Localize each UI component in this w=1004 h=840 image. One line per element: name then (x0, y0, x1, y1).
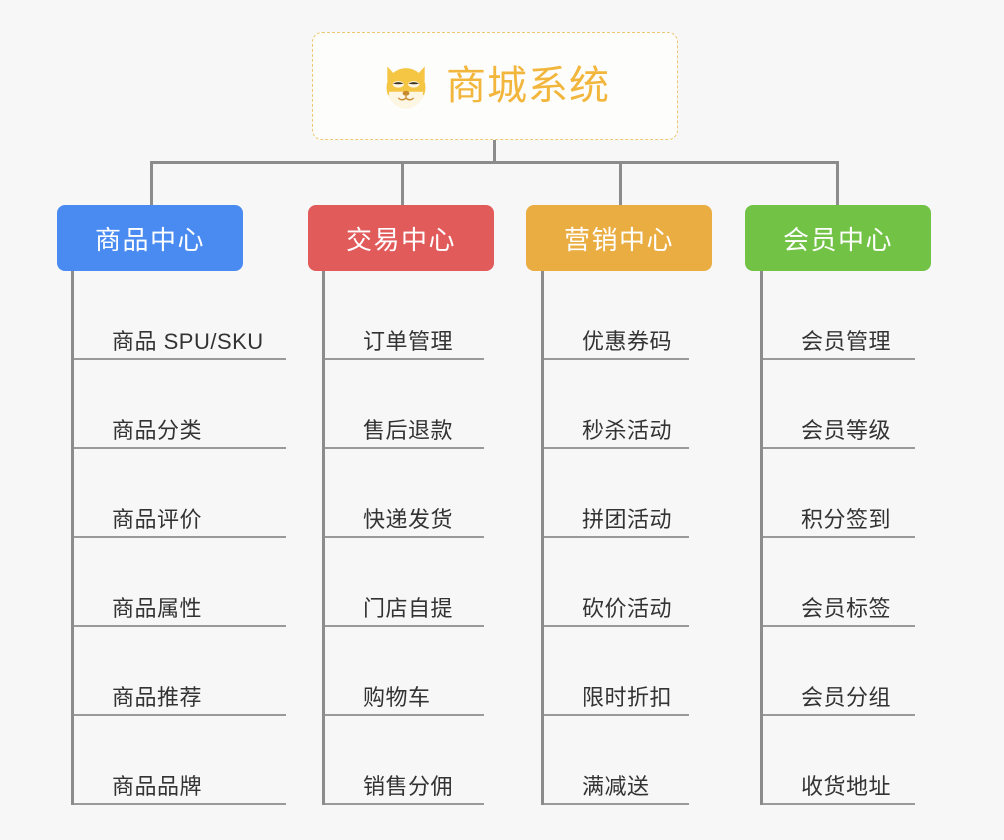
leaf-item-underline (74, 803, 286, 805)
connector-drop-branch-3 (619, 161, 622, 207)
leaf-item-label: 销售分佣 (363, 773, 454, 799)
leaf-item-underline (763, 447, 915, 449)
category-box-3[interactable]: 营销中心 (526, 205, 712, 271)
leaf-item-label: 商品分类 (112, 417, 203, 443)
connector-drop-branch-2 (401, 161, 404, 207)
root-node-shopping-mall-system[interactable]: 商城系统 (312, 32, 678, 140)
leaf-item[interactable]: 拼团活动 (544, 449, 689, 538)
leaf-item[interactable]: 售后退款 (325, 360, 484, 449)
leaf-item-underline (325, 536, 484, 538)
category-box-1[interactable]: 商品中心 (57, 205, 243, 271)
dog-face-icon (380, 60, 432, 112)
leaf-item-label: 秒杀活动 (582, 417, 673, 443)
branch-2: 交易中心 (308, 205, 494, 271)
leaf-item-underline (544, 625, 689, 627)
leaf-item[interactable]: 门店自提 (325, 538, 484, 627)
leaf-item[interactable]: 砍价活动 (544, 538, 689, 627)
leaf-item-label: 收货地址 (801, 773, 892, 799)
branch-1: 商品中心 (57, 205, 243, 271)
category-box-2[interactable]: 交易中心 (308, 205, 494, 271)
leaf-item[interactable]: 限时折扣 (544, 627, 689, 716)
leaf-item-label: 拼团活动 (582, 506, 673, 532)
leaf-item-label: 门店自提 (363, 595, 454, 621)
root-title: 商城系统 (446, 64, 610, 108)
leaf-item-label: 积分签到 (801, 506, 892, 532)
leaf-list-1: 商品 SPU/SKU 商品分类商品评价商品属性商品推荐商品品牌 (71, 271, 286, 805)
leaf-item-label: 购物车 (363, 684, 431, 710)
leaf-list-3: 优惠券码秒杀活动拼团活动砍价活动限时折扣满减送 (541, 271, 689, 805)
leaf-item[interactable]: 积分签到 (763, 449, 915, 538)
leaf-item-underline (544, 358, 689, 360)
leaf-item-underline (763, 536, 915, 538)
connector-horizontal-bus (150, 161, 839, 164)
category-box-4[interactable]: 会员中心 (745, 205, 931, 271)
category-label: 营销中心 (563, 224, 674, 255)
leaf-item[interactable]: 满减送 (544, 716, 689, 805)
leaf-item-underline (763, 803, 915, 805)
leaf-item[interactable]: 商品 SPU/SKU (74, 271, 286, 360)
leaf-item-label: 会员标签 (801, 595, 892, 621)
leaf-item-label: 会员分组 (801, 684, 892, 710)
connector-drop-branch-4 (836, 161, 839, 207)
branch-4: 会员中心 (745, 205, 931, 271)
connector-drop-branch-1 (150, 161, 153, 207)
leaf-item-underline (74, 714, 286, 716)
leaf-item[interactable]: 订单管理 (325, 271, 484, 360)
leaf-item[interactable]: 商品评价 (74, 449, 286, 538)
leaf-item-label: 订单管理 (363, 328, 454, 354)
leaf-item-underline (74, 625, 286, 627)
leaf-item[interactable]: 购物车 (325, 627, 484, 716)
leaf-item[interactable]: 商品推荐 (74, 627, 286, 716)
leaf-item-label: 商品推荐 (112, 684, 203, 710)
leaf-item-underline (763, 358, 915, 360)
leaf-item[interactable]: 收货地址 (763, 716, 915, 805)
leaf-item[interactable]: 商品分类 (74, 360, 286, 449)
leaf-item-label: 售后退款 (363, 417, 454, 443)
leaf-item-label: 商品 SPU/SKU (112, 328, 264, 354)
leaf-item-underline (544, 447, 689, 449)
leaf-item[interactable]: 会员分组 (763, 627, 915, 716)
leaf-item[interactable]: 秒杀活动 (544, 360, 689, 449)
leaf-item-label: 满减送 (582, 773, 650, 799)
leaf-item[interactable]: 快递发货 (325, 449, 484, 538)
leaf-item-underline (325, 714, 484, 716)
connector-root-stem (493, 140, 496, 164)
leaf-item-underline (763, 625, 915, 627)
leaf-item-underline (325, 625, 484, 627)
leaf-item[interactable]: 销售分佣 (325, 716, 484, 805)
leaf-item-underline (544, 714, 689, 716)
leaf-item-label: 商品属性 (112, 595, 203, 621)
leaf-item-label: 优惠券码 (582, 328, 673, 354)
category-label: 交易中心 (345, 224, 456, 255)
leaf-item-label: 会员等级 (801, 417, 892, 443)
leaf-item-underline (325, 358, 484, 360)
leaf-item-label: 会员管理 (801, 328, 892, 354)
leaf-list-4: 会员管理会员等级积分签到会员标签会员分组收货地址 (760, 271, 915, 805)
leaf-item-label: 快递发货 (363, 506, 454, 532)
leaf-item-underline (74, 447, 286, 449)
leaf-item-underline (544, 803, 689, 805)
category-label: 商品中心 (94, 224, 205, 255)
leaf-item[interactable]: 会员等级 (763, 360, 915, 449)
leaf-item-underline (74, 536, 286, 538)
leaf-item-underline (763, 714, 915, 716)
category-label: 会员中心 (782, 224, 893, 255)
leaf-item-underline (325, 447, 484, 449)
leaf-item-underline (544, 536, 689, 538)
leaf-item[interactable]: 商品品牌 (74, 716, 286, 805)
leaf-item-label: 商品品牌 (112, 773, 203, 799)
leaf-item-label: 限时折扣 (582, 684, 673, 710)
leaf-item[interactable]: 会员标签 (763, 538, 915, 627)
leaf-item-underline (74, 358, 286, 360)
leaf-item-underline (325, 803, 484, 805)
branch-3: 营销中心 (526, 205, 712, 271)
leaf-list-2: 订单管理售后退款快递发货门店自提购物车销售分佣 (322, 271, 484, 805)
leaf-item[interactable]: 优惠券码 (544, 271, 689, 360)
leaf-item-label: 商品评价 (112, 506, 203, 532)
leaf-item-label: 砍价活动 (582, 595, 673, 621)
leaf-item[interactable]: 会员管理 (763, 271, 915, 360)
leaf-item[interactable]: 商品属性 (74, 538, 286, 627)
